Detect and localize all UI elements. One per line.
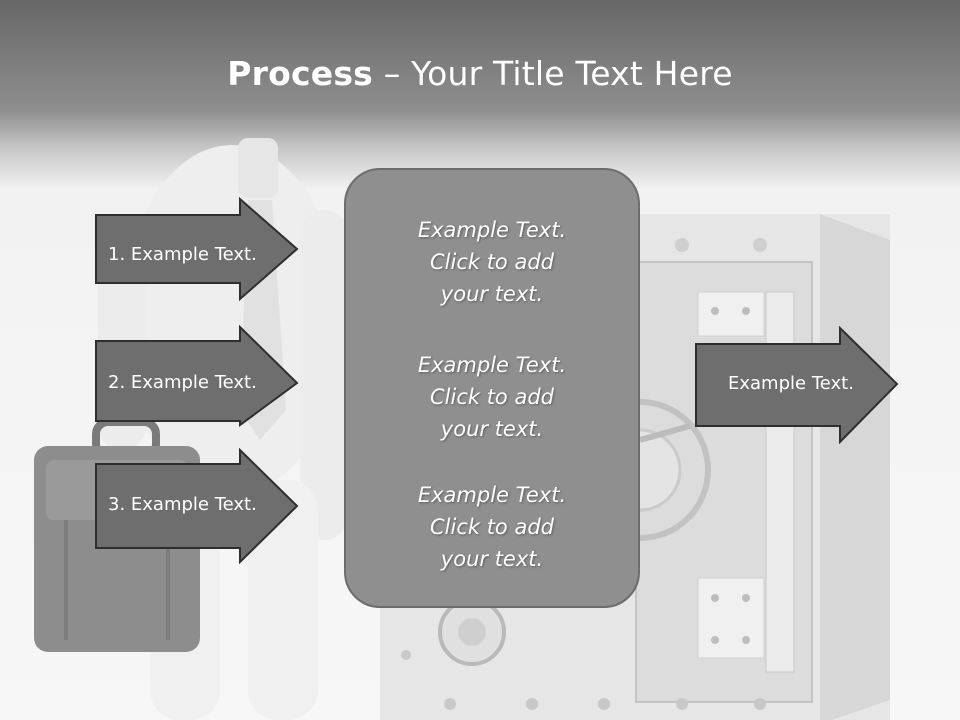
- paragraph-line: Click to add: [429, 250, 554, 274]
- safe-side: [820, 214, 890, 720]
- result-arrow: Example Text.: [694, 326, 900, 444]
- figure-leg-right: [248, 480, 318, 720]
- center-paragraph-3: Example Text. Click to add your text.: [346, 479, 638, 575]
- step-label-2: 2. Example Text.: [108, 372, 257, 393]
- paragraph-line: your text.: [440, 282, 544, 306]
- arrow-shape: [695, 326, 899, 444]
- paragraph-line: Example Text.: [417, 353, 567, 377]
- title-rest: – Your Title Text Here: [373, 54, 733, 93]
- arrow-shape: [95, 448, 299, 564]
- paragraph-line: Example Text.: [417, 483, 567, 507]
- arrow-shape: [95, 325, 299, 427]
- center-text-box: Example Text. Click to add your text. Ex…: [344, 168, 640, 608]
- arrow-shape: [95, 197, 299, 301]
- paragraph-line: Click to add: [429, 515, 554, 539]
- safe-plate-top: [697, 291, 765, 337]
- paragraph-line: Click to add: [429, 385, 554, 409]
- center-paragraph-1: Example Text. Click to add your text.: [346, 214, 638, 310]
- step-arrow-2: 2. Example Text.: [94, 325, 300, 429]
- step-arrow-3: 3. Example Text.: [94, 448, 300, 564]
- slide-title: Process – Your Title Text Here: [0, 52, 960, 96]
- step-arrow-1: 1. Example Text.: [94, 197, 300, 301]
- figure-arm-right: [300, 210, 348, 540]
- paragraph-line: your text.: [440, 547, 544, 571]
- paragraph-line: your text.: [440, 417, 544, 441]
- paragraph-line: Example Text.: [417, 218, 567, 242]
- step-label-1: 1. Example Text.: [108, 244, 257, 265]
- result-label: Example Text.: [728, 373, 854, 394]
- step-label-3: 3. Example Text.: [108, 494, 257, 515]
- title-bold: Process: [227, 54, 374, 93]
- center-paragraph-2: Example Text. Click to add your text.: [346, 349, 638, 445]
- safe-plate-bottom: [697, 577, 765, 659]
- figure-neck: [238, 138, 278, 198]
